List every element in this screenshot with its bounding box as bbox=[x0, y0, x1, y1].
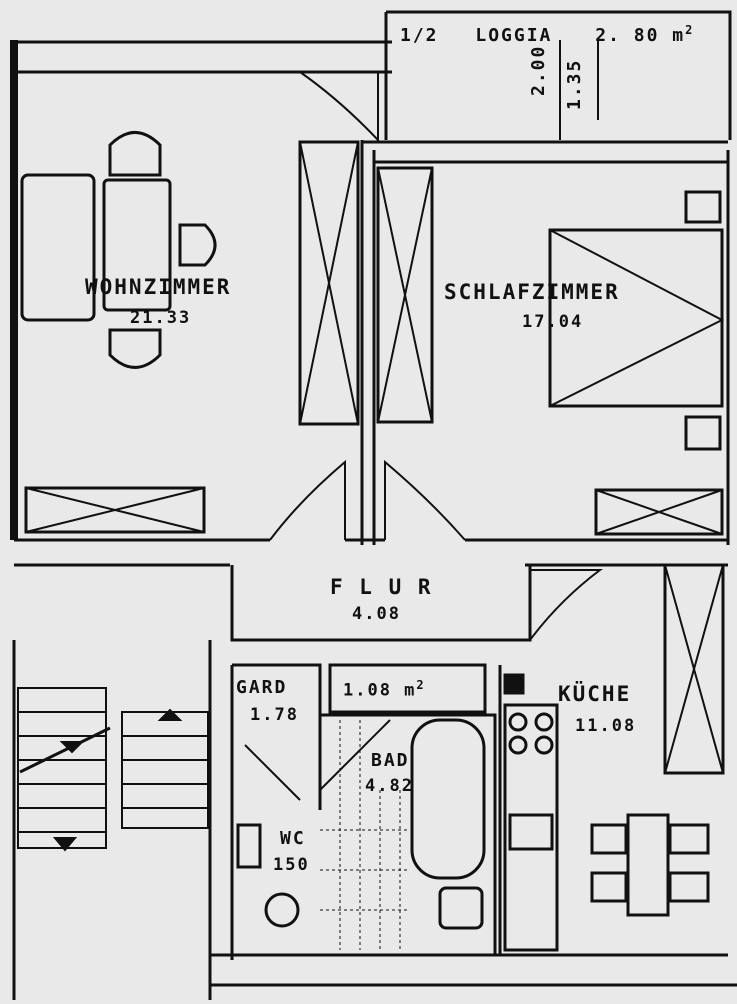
wohnzimmer-name: WOHNZIMMER bbox=[85, 275, 232, 299]
dimension-line bbox=[559, 40, 599, 140]
loggia-name: LOGGIA bbox=[475, 25, 553, 46]
stove-burner-2 bbox=[534, 712, 554, 732]
wc-tank bbox=[236, 823, 262, 869]
door-gard bbox=[244, 744, 301, 801]
bed bbox=[548, 228, 724, 408]
dimension-label-1: 2.00 bbox=[528, 44, 549, 96]
schlafzimmer-top-wall bbox=[362, 140, 728, 164]
chair-kueche-3 bbox=[668, 823, 710, 855]
bad-area: 4.82 bbox=[365, 776, 414, 796]
kitchen-counter bbox=[503, 703, 559, 952]
abstell-area-sup: 2 bbox=[416, 678, 426, 692]
table-wohnzimmer bbox=[102, 178, 172, 312]
chair-kueche-4 bbox=[668, 871, 710, 903]
wardrobe-schlafzimmer bbox=[376, 166, 434, 424]
gard-name: GARD bbox=[236, 677, 288, 698]
flur-outline bbox=[230, 565, 532, 642]
gard-area: 1.78 bbox=[250, 705, 299, 725]
top-wall-wohnzimmer bbox=[14, 40, 392, 74]
nightstand-bottom bbox=[684, 415, 722, 451]
abstell-area: 1.08 m2 bbox=[343, 678, 426, 701]
abstell-box bbox=[328, 663, 487, 714]
wc-bowl bbox=[264, 892, 300, 928]
wardrobe-wohnzimmer bbox=[298, 140, 360, 426]
schlafzimmer-name: SCHLAFZIMMER bbox=[444, 280, 620, 304]
lower-left-wall bbox=[12, 640, 212, 1000]
door-bad bbox=[319, 719, 391, 791]
loggia-area: 2. 80 m bbox=[595, 25, 686, 46]
loggia-label: 1/2 LOGGIA 2. 80 m2 bbox=[400, 24, 694, 45]
chair-kueche-1 bbox=[590, 823, 628, 855]
chair-bottom bbox=[108, 328, 162, 369]
radiator-schlafzimmer bbox=[594, 488, 724, 536]
loggia-area-sup: 2 bbox=[685, 23, 695, 37]
chair-top bbox=[108, 131, 162, 177]
corridor-walls bbox=[14, 538, 728, 567]
stove-burner-4 bbox=[534, 735, 554, 755]
washbasin bbox=[438, 886, 484, 930]
electrical-box bbox=[503, 673, 525, 695]
flur-name: F L U R bbox=[330, 575, 433, 599]
chair-right bbox=[178, 223, 217, 267]
kueche-name: KÜCHE bbox=[558, 682, 632, 706]
radiator-wohnzimmer bbox=[24, 486, 206, 534]
schlafzimmer-area: 17.04 bbox=[522, 312, 584, 332]
stove-burner-3 bbox=[508, 735, 528, 755]
stove-burner-1 bbox=[508, 712, 528, 732]
kueche-walls bbox=[498, 665, 728, 957]
kueche-area: 11.08 bbox=[575, 716, 637, 736]
kitchen-table bbox=[626, 813, 670, 917]
wc-name: WC bbox=[280, 828, 306, 849]
door-kueche bbox=[529, 569, 603, 641]
door-schlafzimmer bbox=[384, 459, 466, 541]
wohnzimmer-area: 21.33 bbox=[130, 308, 192, 328]
cabinet-kueche bbox=[663, 563, 725, 775]
loggia-outline bbox=[384, 10, 732, 140]
door-loggia bbox=[299, 71, 379, 143]
bad-name: BAD bbox=[371, 750, 410, 771]
sofa bbox=[20, 173, 96, 322]
nightstand-top bbox=[684, 190, 722, 224]
bottom-wall bbox=[210, 953, 737, 987]
door-wohnzimmer bbox=[269, 459, 346, 541]
dimension-label-2: 1.35 bbox=[564, 58, 585, 110]
kitchen-sink bbox=[508, 813, 554, 851]
gard-walls bbox=[230, 663, 322, 960]
flur-area: 4.08 bbox=[352, 604, 401, 624]
staircase bbox=[17, 687, 209, 852]
chair-kueche-2 bbox=[590, 871, 628, 903]
bathtub bbox=[410, 718, 486, 880]
partition-wall-center bbox=[360, 140, 376, 545]
wc-area: 150 bbox=[273, 855, 310, 875]
loggia-prefix: 1/2 bbox=[400, 25, 439, 46]
bad-tiles bbox=[320, 720, 410, 950]
